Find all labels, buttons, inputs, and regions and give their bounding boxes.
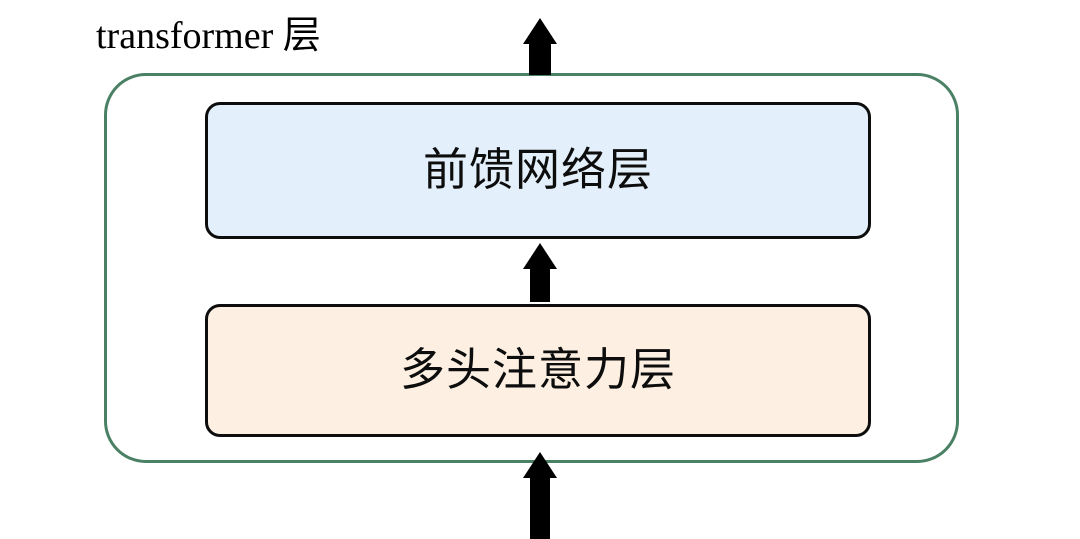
page-title: transformer 层 xyxy=(96,15,321,57)
output-arrow-icon xyxy=(523,18,557,75)
feed-forward-network-block: 前馈网络层 xyxy=(205,102,871,239)
input-arrow-icon xyxy=(523,452,557,539)
feed-forward-network-label: 前馈网络层 xyxy=(422,145,653,195)
multi-head-attention-block: 多头注意力层 xyxy=(205,304,871,437)
multi-head-attention-label: 多头注意力层 xyxy=(399,345,676,395)
